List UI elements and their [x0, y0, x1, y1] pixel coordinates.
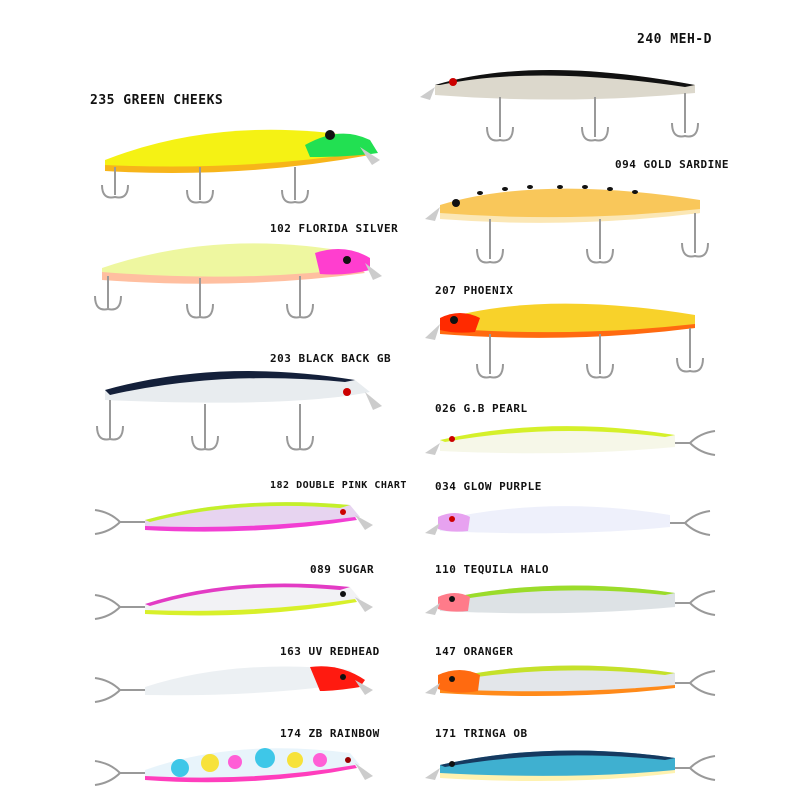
lure-image-110 — [425, 585, 716, 616]
lure-image-174 — [94, 748, 373, 786]
lure-image-102 — [94, 243, 382, 319]
lure-label-235: 235 GREEN CHEEKS — [90, 93, 224, 108]
lure-label-110: 110 TEQUILA HALO — [435, 563, 549, 576]
lure-image-089 — [94, 583, 373, 620]
lure-label-026: 026 G.B PEARL — [435, 402, 528, 415]
lure-image-026 — [425, 426, 716, 456]
lure-label-147: 147 ORANGER — [435, 645, 514, 658]
lure-image-203 — [96, 371, 382, 451]
lure-image-182 — [94, 502, 373, 535]
lure-image-094 — [425, 185, 709, 264]
lure-label-174: 174 ZB RAINBOW — [280, 727, 380, 740]
lure-image-240 — [420, 70, 699, 142]
lure-label-034: 034 GLOW PURPLE — [435, 480, 542, 493]
lure-image-147 — [425, 665, 716, 697]
lure-label-102: 102 FLORIDA SILVER — [270, 222, 399, 235]
lure-label-094: 094 GOLD SARDINE — [615, 158, 729, 171]
lure-label-203: 203 BLACK BACK GB — [270, 352, 392, 365]
lure-image-235 — [101, 129, 380, 204]
lure-image-207 — [425, 303, 704, 379]
lure-image-171 — [425, 750, 716, 782]
lure-label-089: 089 SUGAR — [310, 563, 375, 576]
lure-label-240: 240 MEH-D — [637, 32, 712, 47]
lure-label-207: 207 PHOENIX — [435, 284, 514, 297]
lure-label-171: 171 TRINGA OB — [435, 727, 528, 740]
lure-image-163 — [94, 666, 373, 703]
lure-label-182: 182 DOUBLE PINK CHART — [270, 480, 407, 491]
lure-label-163: 163 UV REDHEAD — [280, 645, 380, 658]
lure-image-034 — [425, 506, 711, 536]
